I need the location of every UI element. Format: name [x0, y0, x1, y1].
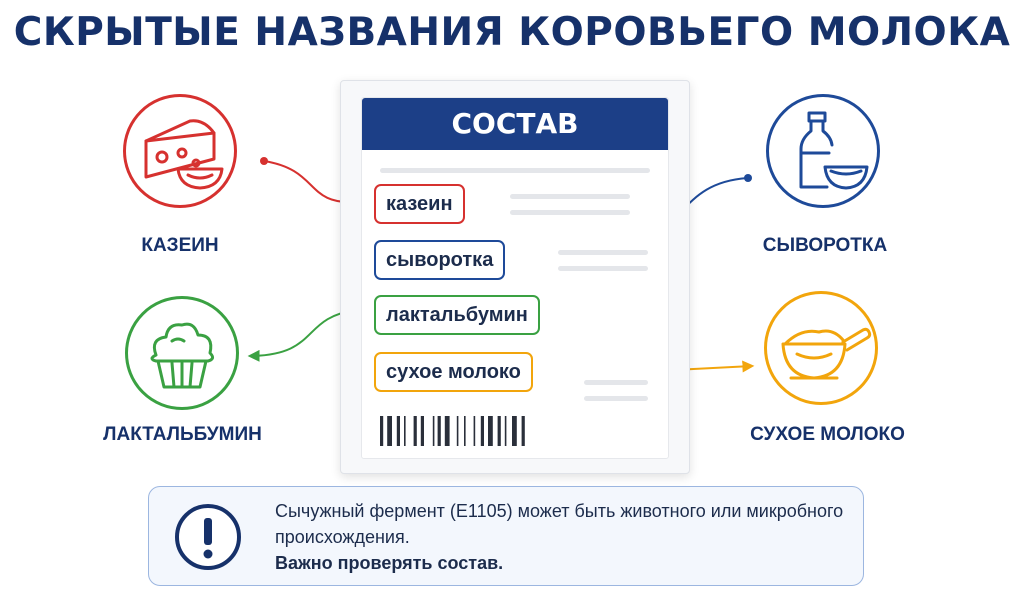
barcode-bar — [380, 416, 384, 446]
barcode-bar — [404, 416, 406, 446]
milk-powder-label: СУХОЕ МОЛОКО — [750, 424, 905, 445]
exclamation-icon — [175, 504, 241, 570]
text-line — [558, 266, 648, 271]
text-line — [558, 250, 648, 255]
muffin-icon — [150, 322, 215, 389]
notice-text: Сычужный фермент (E1105) может быть живо… — [275, 501, 844, 547]
milk-powder-circle — [764, 291, 878, 405]
barcode-bar — [444, 416, 450, 446]
lactalbumin-label: ЛАКТАЛЬБУМИН — [103, 424, 262, 445]
barcode-bar — [473, 416, 476, 446]
ingredient-milk-powder: сухое молоко — [374, 352, 533, 392]
text-line — [380, 168, 650, 173]
ingredients-document: СОСТАВ казеин сыворотка лактальбумин сух… — [340, 80, 690, 474]
document-header: СОСТАВ — [362, 98, 668, 150]
barcode-bar — [504, 416, 507, 446]
whey-label: СЫВОРОТКА — [762, 235, 888, 256]
document-sheet: СОСТАВ казеин сыворотка лактальбумин сух… — [361, 97, 669, 459]
barcode-bar — [413, 416, 417, 446]
lactalbumin-circle — [125, 296, 239, 410]
ingredient-lactalbumin: лактальбумин — [374, 295, 540, 335]
barcode-bar — [387, 416, 392, 446]
barcode-bar — [456, 416, 459, 446]
text-line — [584, 380, 648, 385]
notice-emphasis: Важно проверять состав. — [275, 553, 504, 573]
barcode-bar — [437, 416, 441, 446]
casein-circle — [123, 94, 237, 208]
barcode-bar — [464, 416, 466, 446]
milk-bottle-bowl-icon — [799, 111, 869, 190]
barcode-bar — [497, 416, 501, 446]
cheese-bowl-icon — [144, 119, 224, 190]
barcode-bar — [488, 416, 493, 446]
barcode-bar — [521, 416, 525, 446]
text-line — [510, 194, 630, 199]
casein-label: КАЗЕИН — [141, 235, 219, 256]
ingredient-whey: сыворотка — [374, 240, 506, 280]
barcode-bar — [396, 416, 400, 446]
notice-box: Сычужный фермент (E1105) может быть живо… — [148, 486, 864, 586]
barcode-bar — [512, 416, 517, 446]
whey-circle — [766, 94, 880, 208]
barcode — [380, 416, 525, 446]
barcode-bar — [480, 416, 484, 446]
powder-scoop-icon — [781, 327, 872, 380]
page-title: СКРЫТЫЕ НАЗВАНИЯ КОРОВЬЕГО МОЛОКА — [13, 10, 1011, 55]
ingredient-casein: казеин — [374, 184, 465, 224]
text-line — [584, 396, 648, 401]
text-line — [510, 210, 630, 215]
barcode-bar — [432, 416, 435, 446]
barcode-bar — [420, 416, 424, 446]
